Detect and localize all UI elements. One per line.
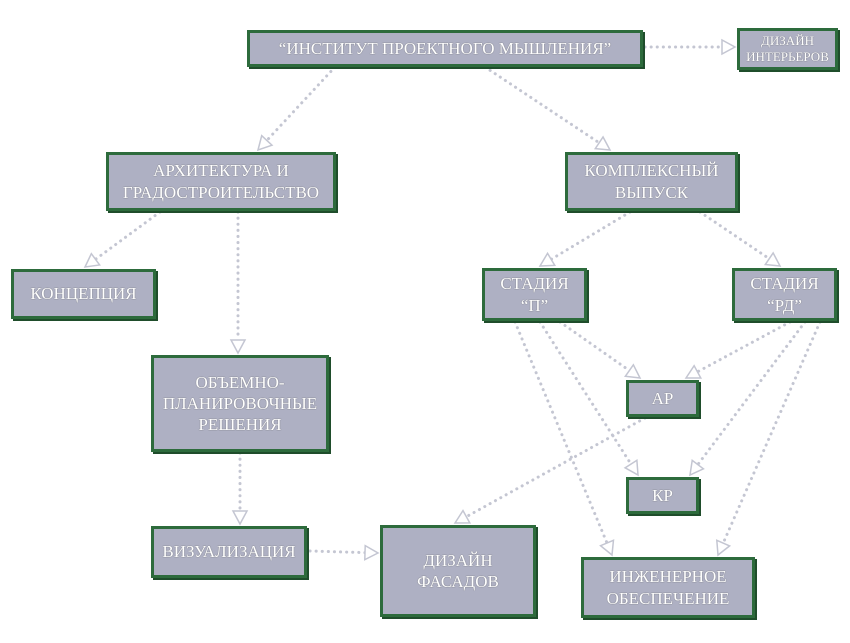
connector-stage_rd-to-kr (689, 320, 807, 477)
connector-complex-to-stage_rd (698, 210, 782, 267)
node-complex-release: КОМПЛЕКСНЫЙ ВЫПУСК (565, 152, 738, 211)
node-architecture: АРХИТЕКТУРА И ГРАДОСТРОИТЕЛЬСТВО (106, 152, 336, 211)
arrowhead-icon (364, 544, 380, 561)
arrowhead-icon (538, 251, 557, 267)
connector-line (721, 320, 822, 545)
connector-line (558, 320, 631, 373)
arrowhead-icon (593, 135, 612, 151)
connector-stage_p-to-ar (558, 320, 642, 379)
arrowhead-icon (715, 539, 732, 557)
connector-line (698, 210, 771, 261)
node-concept: КОНЦЕПЦИЯ (11, 269, 156, 319)
connector-line (308, 549, 367, 555)
connector-line (695, 320, 792, 374)
arrowhead-icon (229, 339, 247, 355)
connector-stage_p-to-engineering (513, 320, 615, 557)
connector-line (93, 210, 162, 261)
connector-institute-to-complex (483, 65, 612, 151)
node-engineering: ИНЖЕНЕРНОЕ ОБЕСПЕЧЕНИЕ (581, 557, 755, 618)
connector-architecture-to-concept (83, 210, 162, 268)
arrowhead-icon (721, 38, 737, 56)
node-volume-planning: ОБЪЕМНО- ПЛАНИРОВОЧНЫЕ РЕШЕНИЯ (151, 355, 329, 452)
connector-complex-to-stage_p (538, 210, 632, 267)
connector-architecture-to-volume (229, 210, 247, 355)
connector-stage_rd-to-engineering (715, 320, 822, 557)
connector-line (513, 320, 609, 545)
node-kr: КР (626, 477, 699, 514)
connector-visualization-to-facade (308, 544, 380, 561)
arrowhead-icon (763, 251, 782, 267)
connector-stage_p-to-kr (538, 320, 639, 477)
connector-institute-to-architecture (256, 65, 337, 152)
node-interior-design: ДИЗАЙН ИНТЕРЬЕРОВ (737, 28, 838, 70)
arrowhead-icon (453, 509, 472, 524)
arrowhead-icon (599, 539, 615, 557)
connector-stage_rd-to-ar (684, 320, 792, 379)
arrowhead-icon (256, 134, 274, 152)
connector-line (265, 65, 337, 142)
connector-ar-to-facade (453, 416, 647, 524)
connector-line (483, 65, 601, 145)
node-stage-rd: СТАДИЯ “РД” (732, 268, 837, 321)
connector-line (464, 416, 647, 519)
node-visualization: ВИЗУАЛИЗАЦИЯ (151, 526, 307, 578)
arrowhead-icon (684, 364, 703, 379)
connector-line (696, 320, 807, 467)
connector-institute-to-interior (643, 38, 737, 56)
node-institute: “ИНСТИТУТ ПРОЕКТНОГО МЫШЛЕНИЯ” (247, 30, 643, 67)
connector-line (538, 320, 633, 466)
arrowhead-icon (689, 459, 705, 477)
arrowhead-icon (83, 252, 101, 268)
node-ar: АР (626, 380, 699, 417)
arrowhead-icon (624, 363, 642, 379)
connector-volume-to-visualization (231, 451, 249, 526)
arrowhead-icon (623, 458, 639, 477)
arrowhead-icon (231, 510, 249, 526)
connector-line (549, 210, 632, 261)
node-facade-design: ДИЗАЙН ФАСАДОВ (380, 525, 536, 617)
node-stage-p: СТАДИЯ “П” (482, 268, 587, 321)
